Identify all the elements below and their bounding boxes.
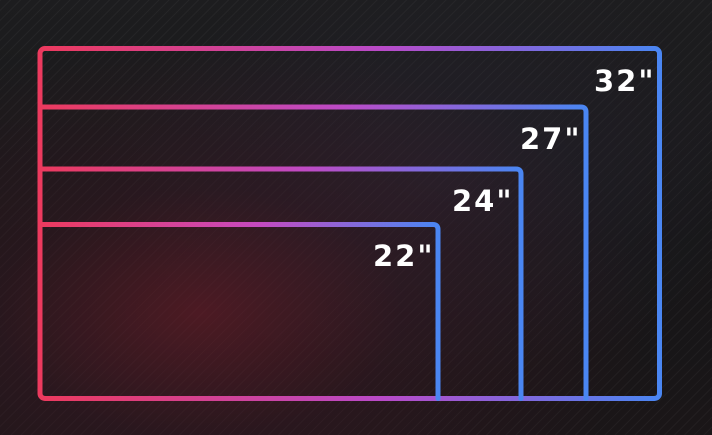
size-label-27: 27" — [520, 122, 581, 156]
monitor-outline-22 — [37, 222, 441, 401]
monitor-outline-27 — [37, 104, 589, 401]
size-label-24: 24" — [452, 184, 513, 218]
size-label-22: 22" — [373, 239, 434, 273]
size-label-32: 32" — [594, 64, 655, 98]
monitor-outline-24 — [37, 166, 524, 401]
